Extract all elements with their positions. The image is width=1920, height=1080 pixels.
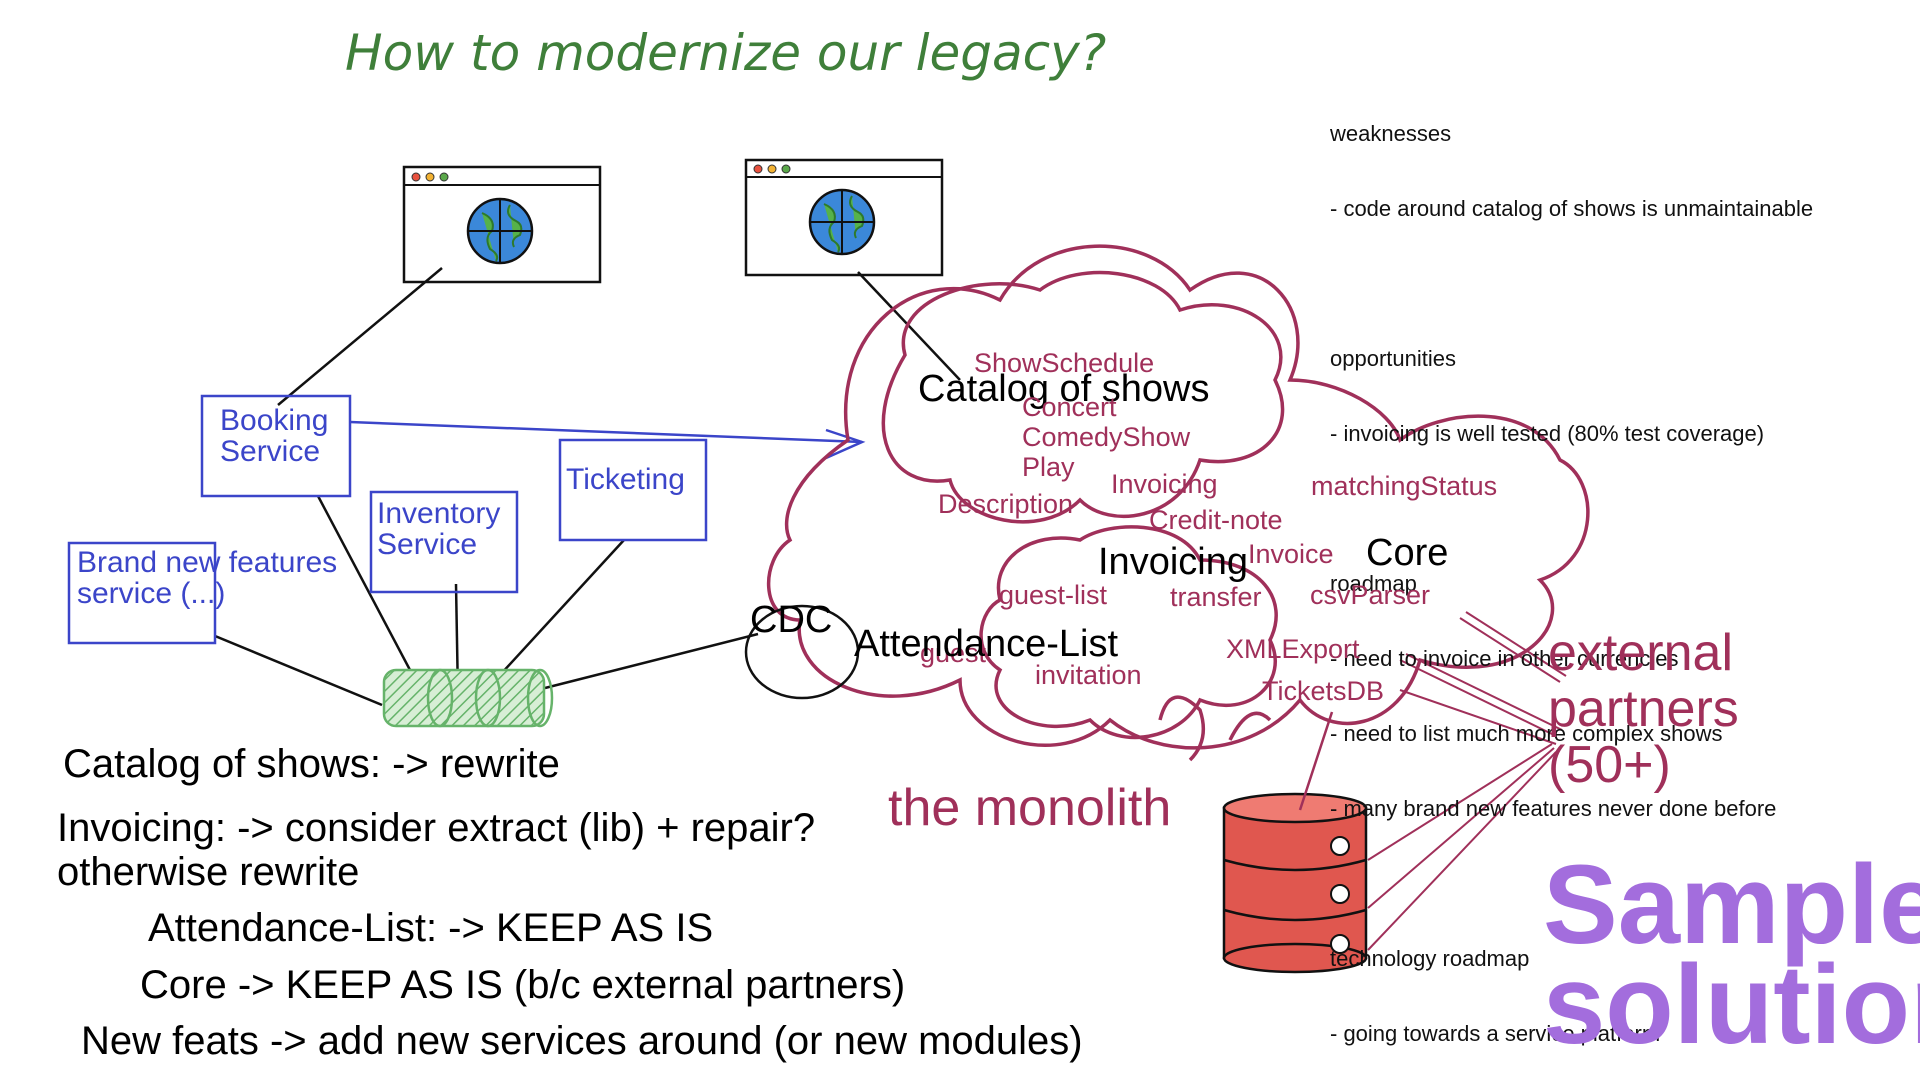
cdc-label: CDC — [750, 599, 833, 641]
connector-lines — [214, 267, 961, 707]
roadmap-item: - many brand new features never done bef… — [1330, 796, 1777, 821]
database-icon — [1222, 792, 1368, 974]
class-play: Play — [1022, 452, 1075, 482]
opportunities-heading: opportunities — [1330, 346, 1456, 371]
module-catalog-of-shows: Catalog of shows — [918, 368, 1210, 410]
external-partners-label: external partners (50+) — [1548, 624, 1739, 794]
roadmap-item: - need to invoice in other currencies — [1330, 646, 1679, 671]
class-csv-parser: csvParser — [1310, 580, 1431, 610]
ticketing-service-label: Ticketing — [566, 463, 685, 496]
class-guest-list: guest-list — [999, 580, 1108, 610]
class-comedy-show: ComedyShow — [1022, 422, 1191, 452]
service-boxes — [67, 394, 708, 645]
external-partner-lines — [1367, 611, 1567, 951]
monolith-label: the monolith — [888, 779, 1172, 837]
class-invoicing: Invoicing — [1111, 469, 1218, 499]
module-attendance-list: Attendance-List — [854, 623, 1119, 665]
monolith-cloud — [767, 244, 1590, 762]
class-invoice: Invoice — [1248, 539, 1334, 569]
class-concert: Concert — [1022, 392, 1117, 422]
cdc-circle — [744, 604, 860, 700]
roadmap-item: - need to list much more complex shows — [1330, 721, 1723, 746]
decision-new-feats: New feats -> add new services around (or… — [81, 1019, 1083, 1063]
decision-attendance: Attendance-List: -> KEEP AS IS — [148, 906, 714, 950]
decision-invoicing: Invoicing: -> consider extract (lib) + r… — [57, 806, 816, 894]
decision-catalog: Catalog of shows: -> rewrite — [63, 742, 560, 786]
weaknesses-item: - code around catalog of shows is unmain… — [1330, 196, 1814, 221]
class-show-schedule: ShowSchedule — [974, 348, 1155, 378]
decision-core: Core -> KEEP AS IS (b/c external partner… — [140, 963, 906, 1007]
tech-roadmap-heading: technology roadmap — [1330, 946, 1530, 971]
inventory-service-label: Inventory Service — [377, 497, 501, 561]
brand-new-service-label: Brand new features service (...) — [77, 546, 338, 610]
roadmap-heading: roadmap — [1330, 571, 1417, 596]
weaknesses-heading: weaknesses — [1330, 121, 1452, 146]
class-guest: guest — [920, 638, 987, 668]
class-matching-status: matchingStatus — [1311, 471, 1498, 501]
message-bus-icon — [382, 668, 554, 728]
class-transfer: transfer — [1170, 582, 1262, 612]
module-core: Core — [1366, 532, 1449, 574]
booking-service-label: Booking Service — [220, 404, 329, 468]
class-tickets-db: TicketsDB — [1262, 676, 1385, 706]
page-title: How to modernize our legacy? — [345, 24, 1107, 82]
globe-icon — [466, 197, 534, 265]
db-connector — [1298, 711, 1334, 811]
class-credit-note: Credit-note — [1149, 505, 1283, 535]
opportunities-item: - invoicing is well tested (80% test cov… — [1330, 421, 1765, 446]
tech-roadmap-item: - going towards a service platform — [1330, 1021, 1661, 1046]
class-invitation: invitation — [1035, 660, 1142, 690]
class-description: Description — [938, 489, 1074, 519]
globe-icon — [808, 188, 876, 256]
sample-solution-label: Sample solution — [1543, 842, 1920, 1067]
booking-to-catalog-arrow — [349, 420, 866, 460]
class-xml-export: XMLExport — [1226, 634, 1360, 664]
module-invoicing: Invoicing — [1098, 541, 1248, 583]
notes-panel: weaknesses - code around catalog of show… — [1330, 71, 1813, 1071]
